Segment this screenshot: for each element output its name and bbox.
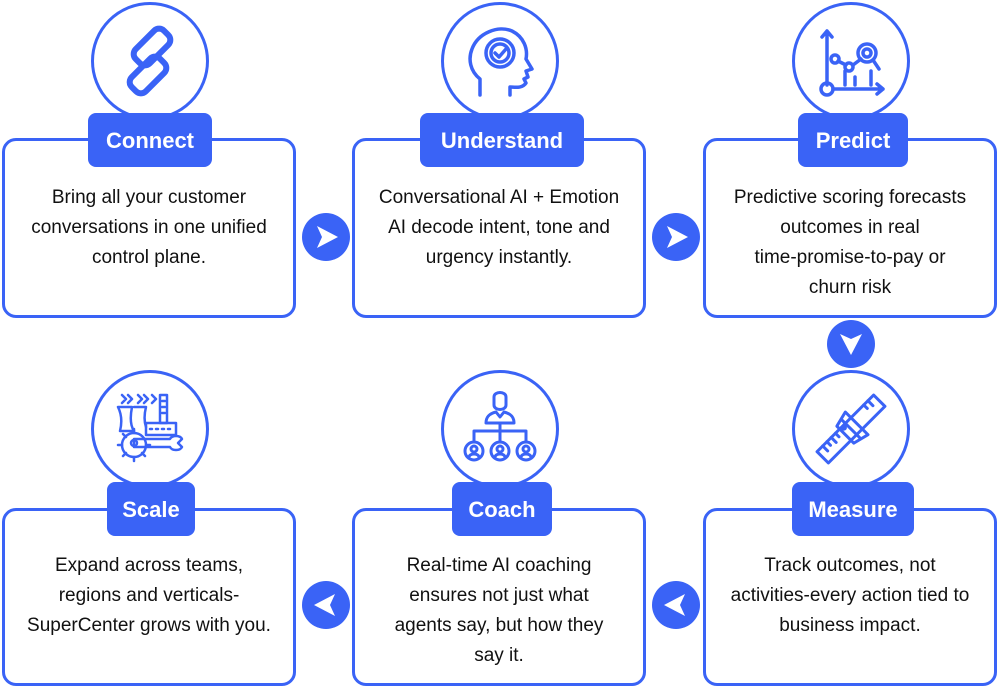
step-description: Conversational AI + Emotion AI decode in…: [355, 183, 643, 273]
step-card: Conversational AI + Emotion AI decode in…: [352, 138, 646, 318]
head-checkmark-icon: [441, 2, 559, 120]
description-line: regions and verticals-: [58, 585, 240, 606]
step-description: Bring all your customer conversations in…: [5, 183, 293, 273]
chevron-down-icon: [840, 334, 862, 355]
description-line: time-promise-to-pay or: [754, 247, 946, 268]
step-label: Scale: [107, 482, 195, 536]
description-line: Conversational AI + Emotion: [378, 187, 620, 208]
arrow-connect-to-understand: [302, 213, 350, 261]
step-description: Expand across teams, regions and vertica…: [5, 551, 293, 641]
step-card: Expand across teams, regions and vertica…: [2, 508, 296, 686]
description-line: SuperCenter grows with you.: [27, 615, 271, 636]
chevron-right-icon: [667, 226, 688, 248]
chart-magnifier-icon: [792, 2, 910, 120]
chevron-right-icon: [317, 226, 338, 248]
description-line: activities-every action tied to: [730, 585, 970, 606]
step-description: Real-time AI coaching ensures not just w…: [355, 551, 643, 671]
description-line: control plane.: [91, 247, 207, 268]
description-line: Predictive scoring forecasts: [733, 187, 967, 208]
step-label: Connect: [88, 113, 212, 167]
description-line: AI decode intent, tone and: [388, 217, 610, 238]
step-card: Real-time AI coaching ensures not just w…: [352, 508, 646, 686]
description-line: say it.: [474, 645, 524, 666]
arrow-understand-to-predict: [652, 213, 700, 261]
chevron-left-icon: [664, 594, 685, 616]
description-line: agents say, but how they: [394, 615, 604, 636]
description-line: Bring all your customer: [51, 187, 247, 208]
description-line: outcomes in real: [780, 217, 920, 238]
step-card: Track outcomes, not activities-every act…: [703, 508, 997, 686]
chevron-left-icon: [314, 594, 335, 616]
description-line: Expand across teams,: [55, 555, 243, 576]
arrow-coach-to-scale: [302, 581, 350, 629]
description-line: ensures not just what: [409, 585, 589, 606]
factory-gear-wrench-icon: [91, 370, 209, 488]
step-label: Measure: [792, 482, 914, 536]
description-line: conversations in one unified: [31, 217, 267, 238]
description-line: business impact.: [779, 615, 921, 636]
team-hierarchy-icon: [441, 370, 559, 488]
description-line: churn risk: [808, 277, 892, 298]
step-label: Coach: [452, 482, 552, 536]
step-card: Bring all your customer conversations in…: [2, 138, 296, 318]
step-description: Predictive scoring forecasts outcomes in…: [706, 183, 994, 303]
step-description: Track outcomes, not activities-every act…: [706, 551, 994, 641]
arrow-measure-to-coach: [652, 581, 700, 629]
description-line: urgency instantly.: [425, 247, 573, 268]
step-label: Understand: [420, 113, 584, 167]
description-line: Track outcomes, not: [764, 555, 936, 576]
step-label: Predict: [798, 113, 908, 167]
step-card: Predictive scoring forecasts outcomes in…: [703, 138, 997, 318]
ruler-caliper-icon: [792, 370, 910, 488]
arrow-predict-to-measure: [827, 320, 875, 368]
description-line: Real-time AI coaching: [406, 555, 592, 576]
link-chain-icon: [91, 2, 209, 120]
